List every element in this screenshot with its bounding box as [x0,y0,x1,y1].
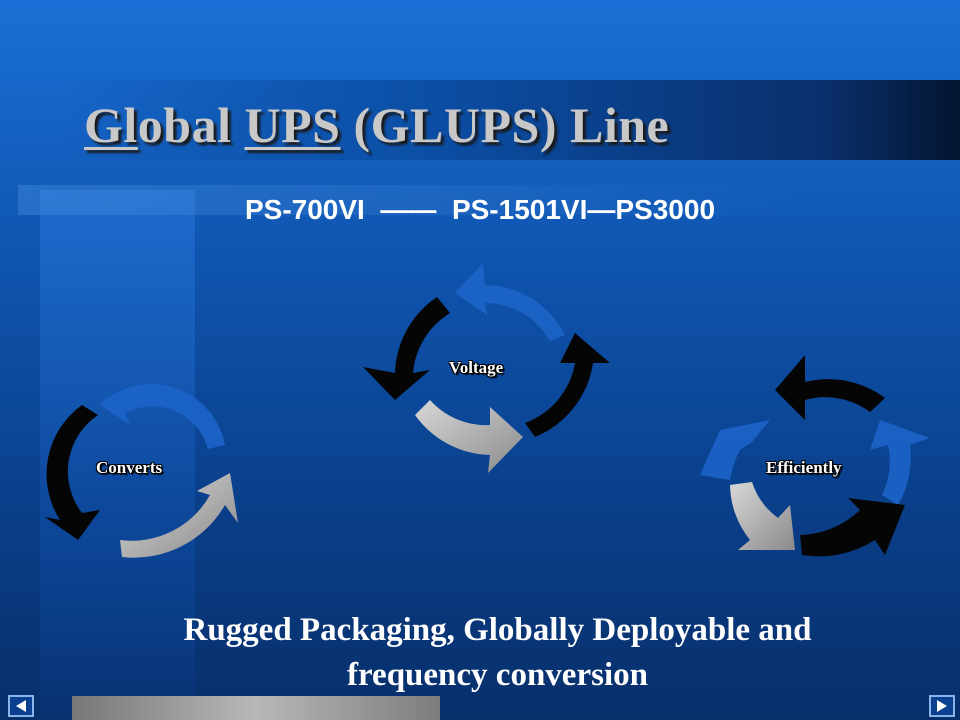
cycle-diagram-voltage: Voltage [355,255,615,485]
title-band [60,80,960,160]
cycle-label-efficiently: Efficiently [766,458,842,477]
next-slide-button[interactable] [929,695,955,717]
footer-text: Rugged Packaging, Globally Deployable an… [0,608,960,698]
triangle-right-icon [937,700,947,712]
cycle-arrows-icon [363,263,610,473]
footer-line-2: frequency conversion [347,657,648,693]
cycle-diagram-efficiently: Efficiently [690,350,930,570]
title-text-glups-line: (GLUPS) Line [340,97,670,153]
cycle-diagram-converts: Converts [30,345,250,565]
previous-slide-button[interactable] [8,695,34,717]
title-link-gl[interactable]: Gl [84,97,138,153]
slide-title: Global UPS (GLUPS) Line [84,96,669,154]
triangle-left-icon [16,700,26,712]
title-text-obal: obal [137,97,245,153]
model-range-subtitle: PS-700VI —— PS-1501VI—PS3000 [244,194,716,225]
footer-line-1: Rugged Packaging, Globally Deployable an… [183,612,812,648]
mid-band [18,185,798,215]
cycle-label-voltage: Voltage [449,358,504,377]
title-link-ups[interactable]: UPS [244,97,341,153]
cycle-arrows-icon [700,355,930,557]
slide-progress-bar [72,696,440,720]
cycle-label-converts: Converts [96,458,163,477]
cycle-arrows-icon [45,370,238,558]
